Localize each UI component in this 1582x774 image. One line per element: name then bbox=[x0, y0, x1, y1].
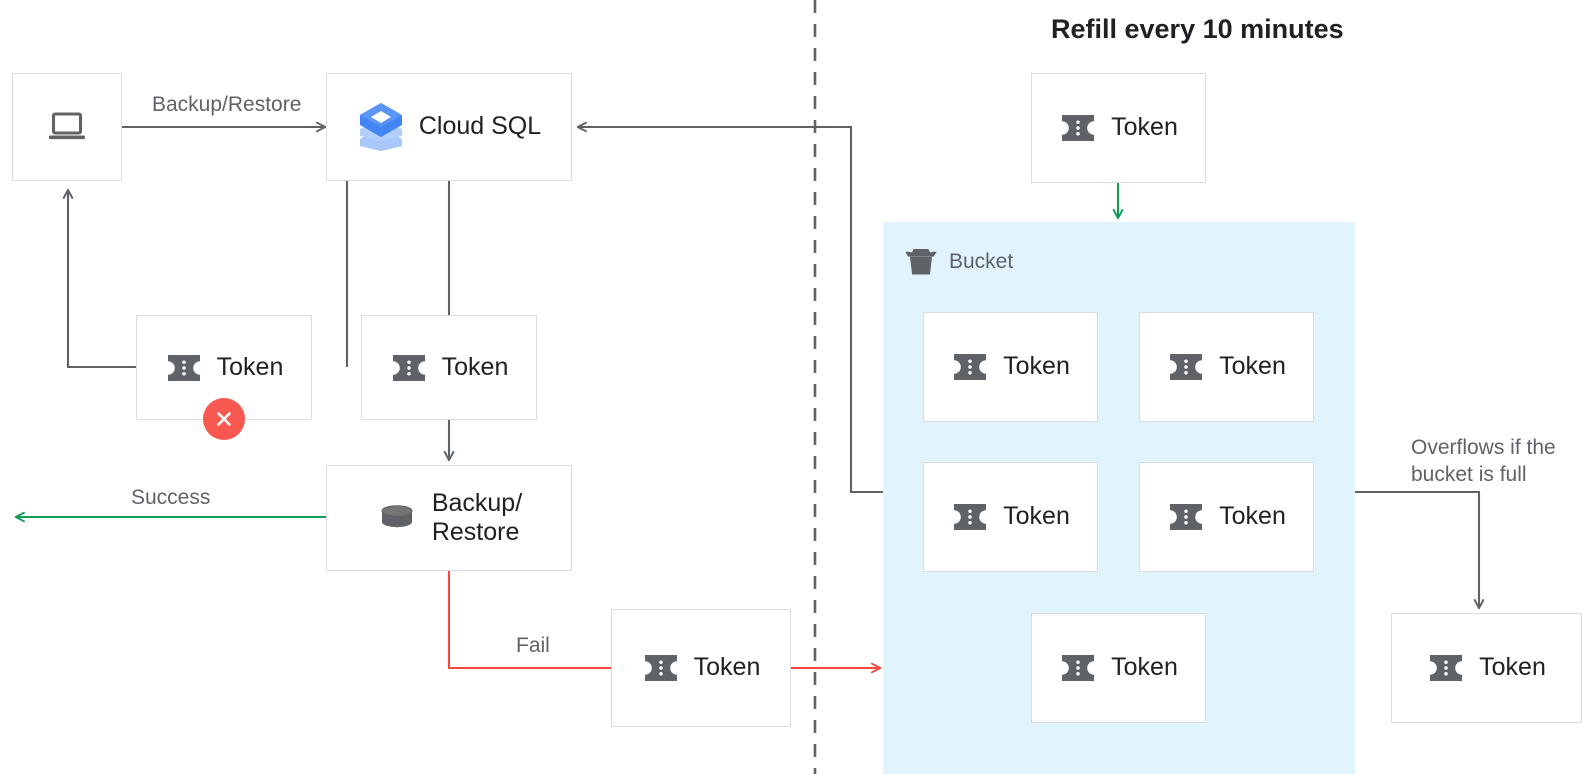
bucket-icon bbox=[904, 247, 938, 277]
ticket-icon bbox=[1427, 653, 1465, 683]
token-node-refill[interactable]: Token bbox=[1031, 73, 1206, 183]
ticket-icon bbox=[642, 653, 680, 683]
token-label: Token bbox=[693, 653, 761, 682]
cloud-sql-node[interactable]: Cloud SQL bbox=[326, 73, 572, 181]
bucket-token-1[interactable]: Token bbox=[923, 312, 1098, 422]
bucket-header: Bucket bbox=[904, 247, 1013, 277]
edge-label-overflow: Overflows if the bucket is full bbox=[1411, 436, 1556, 486]
token-label: Token bbox=[1003, 502, 1070, 531]
ticket-icon bbox=[1059, 653, 1097, 683]
bucket-label: Bucket bbox=[949, 250, 1014, 273]
token-label: Token bbox=[1111, 113, 1178, 142]
cloud-sql-logo bbox=[357, 101, 405, 153]
edge-label-success: Success bbox=[131, 486, 211, 509]
edge-label-backup-restore: Backup/Restore bbox=[152, 93, 302, 116]
token-node-overflow[interactable]: Token bbox=[1391, 613, 1582, 723]
database-cylinder-icon bbox=[376, 501, 418, 535]
token-label: Token bbox=[441, 352, 509, 381]
cloud-sql-label: Cloud SQL bbox=[418, 112, 542, 141]
x-mark-icon bbox=[213, 408, 235, 430]
ticket-icon bbox=[165, 353, 203, 383]
ticket-icon bbox=[951, 502, 989, 532]
wire-token-client-to-client bbox=[62, 188, 136, 369]
token-label: Token bbox=[1479, 653, 1546, 682]
wire-fail-to-token bbox=[447, 571, 611, 670]
bucket-token-3[interactable]: Token bbox=[923, 462, 1098, 572]
backup-restore-label: Backup/ Restore bbox=[431, 488, 523, 547]
fail-badge bbox=[203, 398, 245, 440]
bucket-token-4[interactable]: Token bbox=[1139, 462, 1314, 572]
wire-overflow bbox=[1355, 490, 1485, 610]
token-label: Token bbox=[216, 352, 284, 381]
page-title: Refill every 10 minutes bbox=[1051, 14, 1344, 44]
client-node[interactable] bbox=[12, 73, 122, 181]
laptop-icon bbox=[47, 110, 87, 144]
ticket-icon bbox=[1167, 502, 1205, 532]
ticket-icon bbox=[1059, 113, 1097, 143]
token-label: Token bbox=[1111, 653, 1178, 682]
ticket-icon bbox=[1167, 352, 1205, 382]
bucket-token-5[interactable]: Token bbox=[1031, 613, 1206, 723]
ticket-icon bbox=[390, 353, 428, 383]
token-label: Token bbox=[1219, 352, 1286, 381]
edge-label-fail: Fail bbox=[516, 634, 550, 657]
ticket-icon bbox=[951, 352, 989, 382]
token-node-cloudsql[interactable]: Token bbox=[361, 315, 537, 420]
token-node-fail[interactable]: Token bbox=[611, 609, 791, 727]
backup-restore-node[interactable]: Backup/ Restore bbox=[326, 465, 572, 571]
token-label: Token bbox=[1219, 502, 1286, 531]
wire-bucket-to-cloudsql bbox=[576, 121, 883, 494]
bucket-token-2[interactable]: Token bbox=[1139, 312, 1314, 422]
token-label: Token bbox=[1003, 352, 1070, 381]
